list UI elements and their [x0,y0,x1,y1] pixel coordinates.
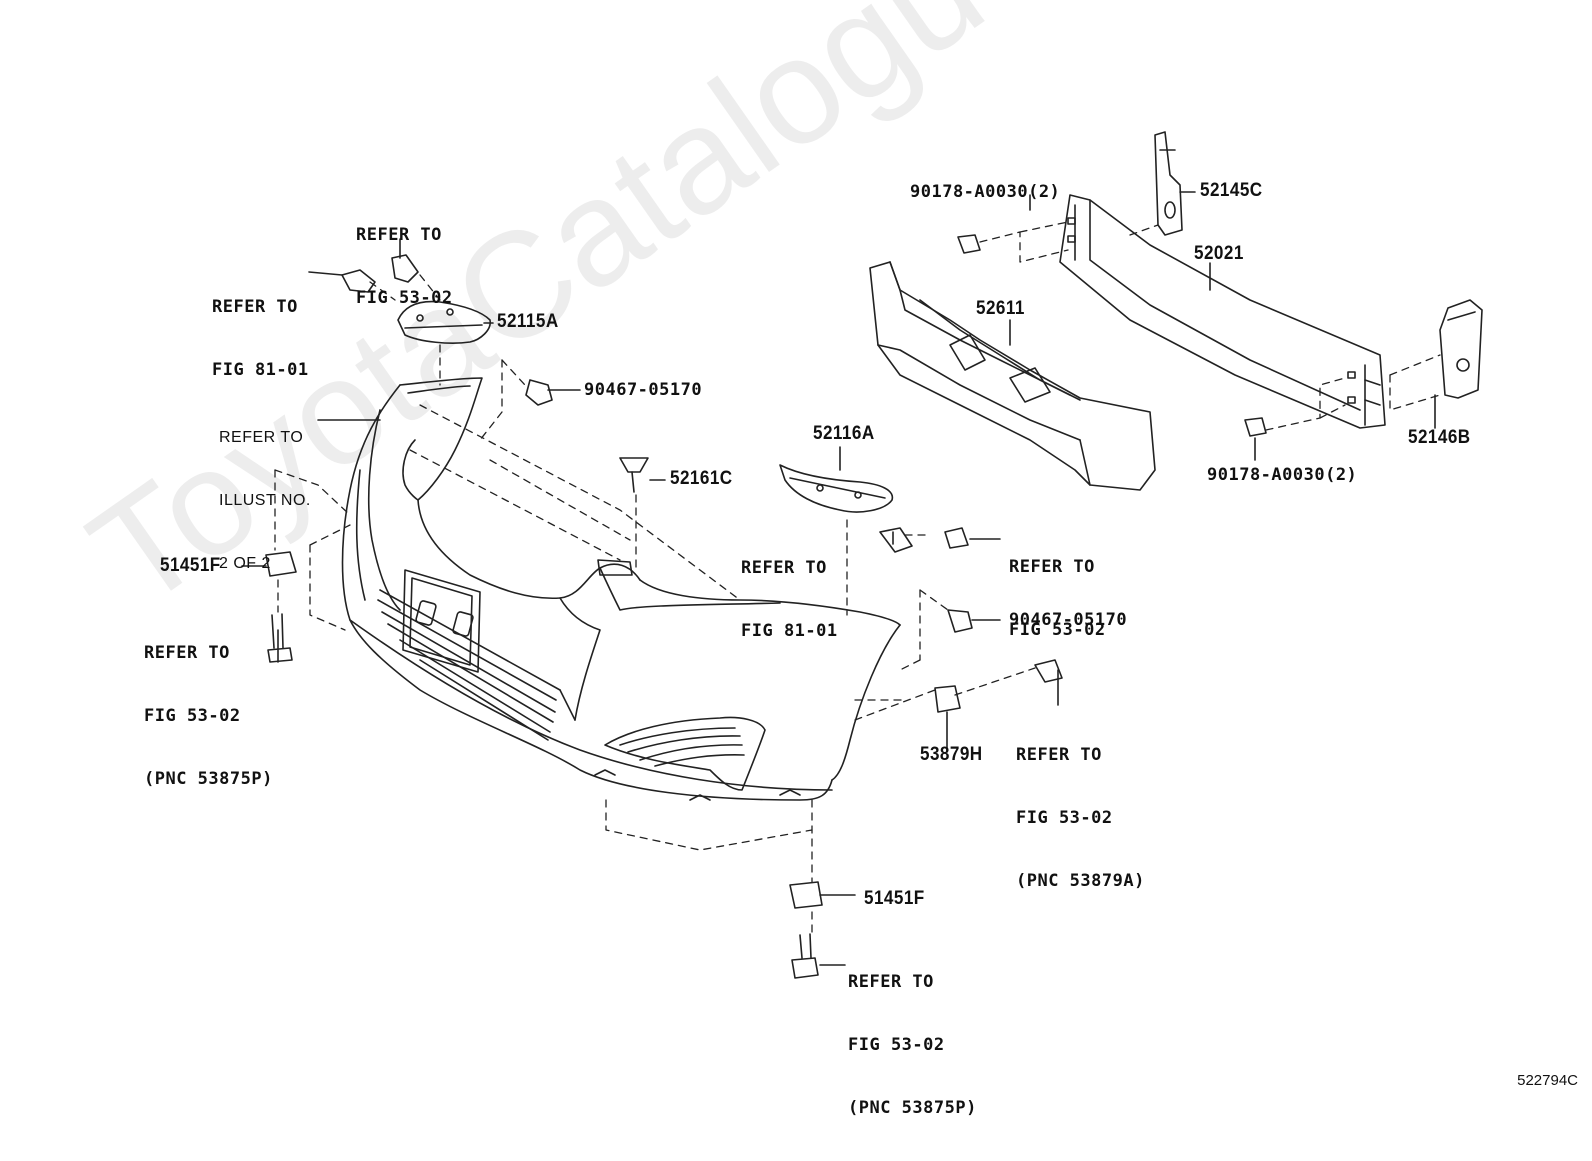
refer-line: (PNC 53875P) [848,1098,977,1118]
part-number-52115a: 52115A [497,311,559,332]
parts-diagram: ToyotaCatalogue.ru [61,0,1578,1118]
part-number-90178-a0030-bottom: 90178-A0030(2) [1207,465,1358,485]
refer-line: REFER TO [144,643,230,663]
part-number-52611: 52611 [976,298,1025,319]
refer-line: REFER TO [1016,745,1102,765]
refer-line: FIG 53-02 [1016,808,1113,828]
refer-line: (PNC 53875P) [144,769,273,789]
refer-line: REFER TO [356,225,442,245]
part-number-52116a: 52116A [813,423,875,444]
part-number-51451f-bottom: 51451F [864,888,925,909]
refer-line: REFER TO [212,297,298,317]
refer-line: FIG 53-02 [356,288,453,308]
refer-line: FIG 53-02 [1009,620,1106,640]
refer-fig-53-02-left: REFER TO FIG 53-02 (PNC 53875P) [144,601,273,832]
part-number-52021: 52021 [1194,243,1244,264]
part-number-90467-05170-a: 90467-05170 [584,380,703,400]
refer-fig-53-02-bottom: REFER TO FIG 53-02 (PNC 53875P) [848,930,977,1161]
front-bumper-cover [341,377,901,801]
bracket-52146b [1439,299,1483,399]
refer-fig-81-01-mid: REFER TO FIG 81-01 [741,516,838,684]
refer-illust-note: REFER TO ILLUST NO. 2 OF 2 [219,385,311,616]
part-number-52145c: 52145C [1200,180,1263,201]
bracket-52116a [779,464,894,513]
refer-fig-53-02-top: REFER TO FIG 53-02 [356,183,453,351]
refer-line: FIG 81-01 [741,621,838,641]
refer-line: ILLUST NO. [219,492,311,509]
part-number-52146b: 52146B [1408,427,1471,448]
energy-absorber-52611 [869,261,1156,491]
refer-line: 2 OF 2 [219,555,271,572]
part-number-90467-05170-b: 90467-05170 [1009,610,1128,630]
fasteners [265,234,1267,979]
diagram-drawing [241,131,1483,979]
refer-line: FIG 53-02 [144,706,241,726]
part-number-52161c: 52161C [670,468,733,489]
bracket-52145c [1154,131,1183,236]
refer-line: REFER TO [741,558,827,578]
refer-line: FIG 81-01 [212,360,309,380]
refer-fig-81-01-left: REFER TO FIG 81-01 [212,255,309,423]
dashed-lines [274,221,1441,936]
bracket-52115a [397,300,491,344]
part-number-53879h: 53879H [920,744,983,765]
refer-line: (PNC 53879A) [1016,871,1145,891]
refer-fig-53-02-pnc-53879a: REFER TO FIG 53-02 (PNC 53879A) [1016,703,1145,934]
refer-line: REFER TO [1009,557,1095,577]
refer-line: FIG 53-02 [848,1035,945,1055]
part-number-51451f-left: 51451F [160,555,221,576]
refer-line: REFER TO [219,429,304,446]
figure-id: 522794C [1517,1072,1578,1089]
reinforcement-beam-52021 [1059,194,1386,429]
refer-line: REFER TO [848,972,934,992]
leader-lines [241,191,1436,966]
part-number-90178-a0030-top: 90178-A0030(2) [910,182,1061,202]
refer-fig-53-02-mid: REFER TO FIG 53-02 [1009,515,1106,683]
